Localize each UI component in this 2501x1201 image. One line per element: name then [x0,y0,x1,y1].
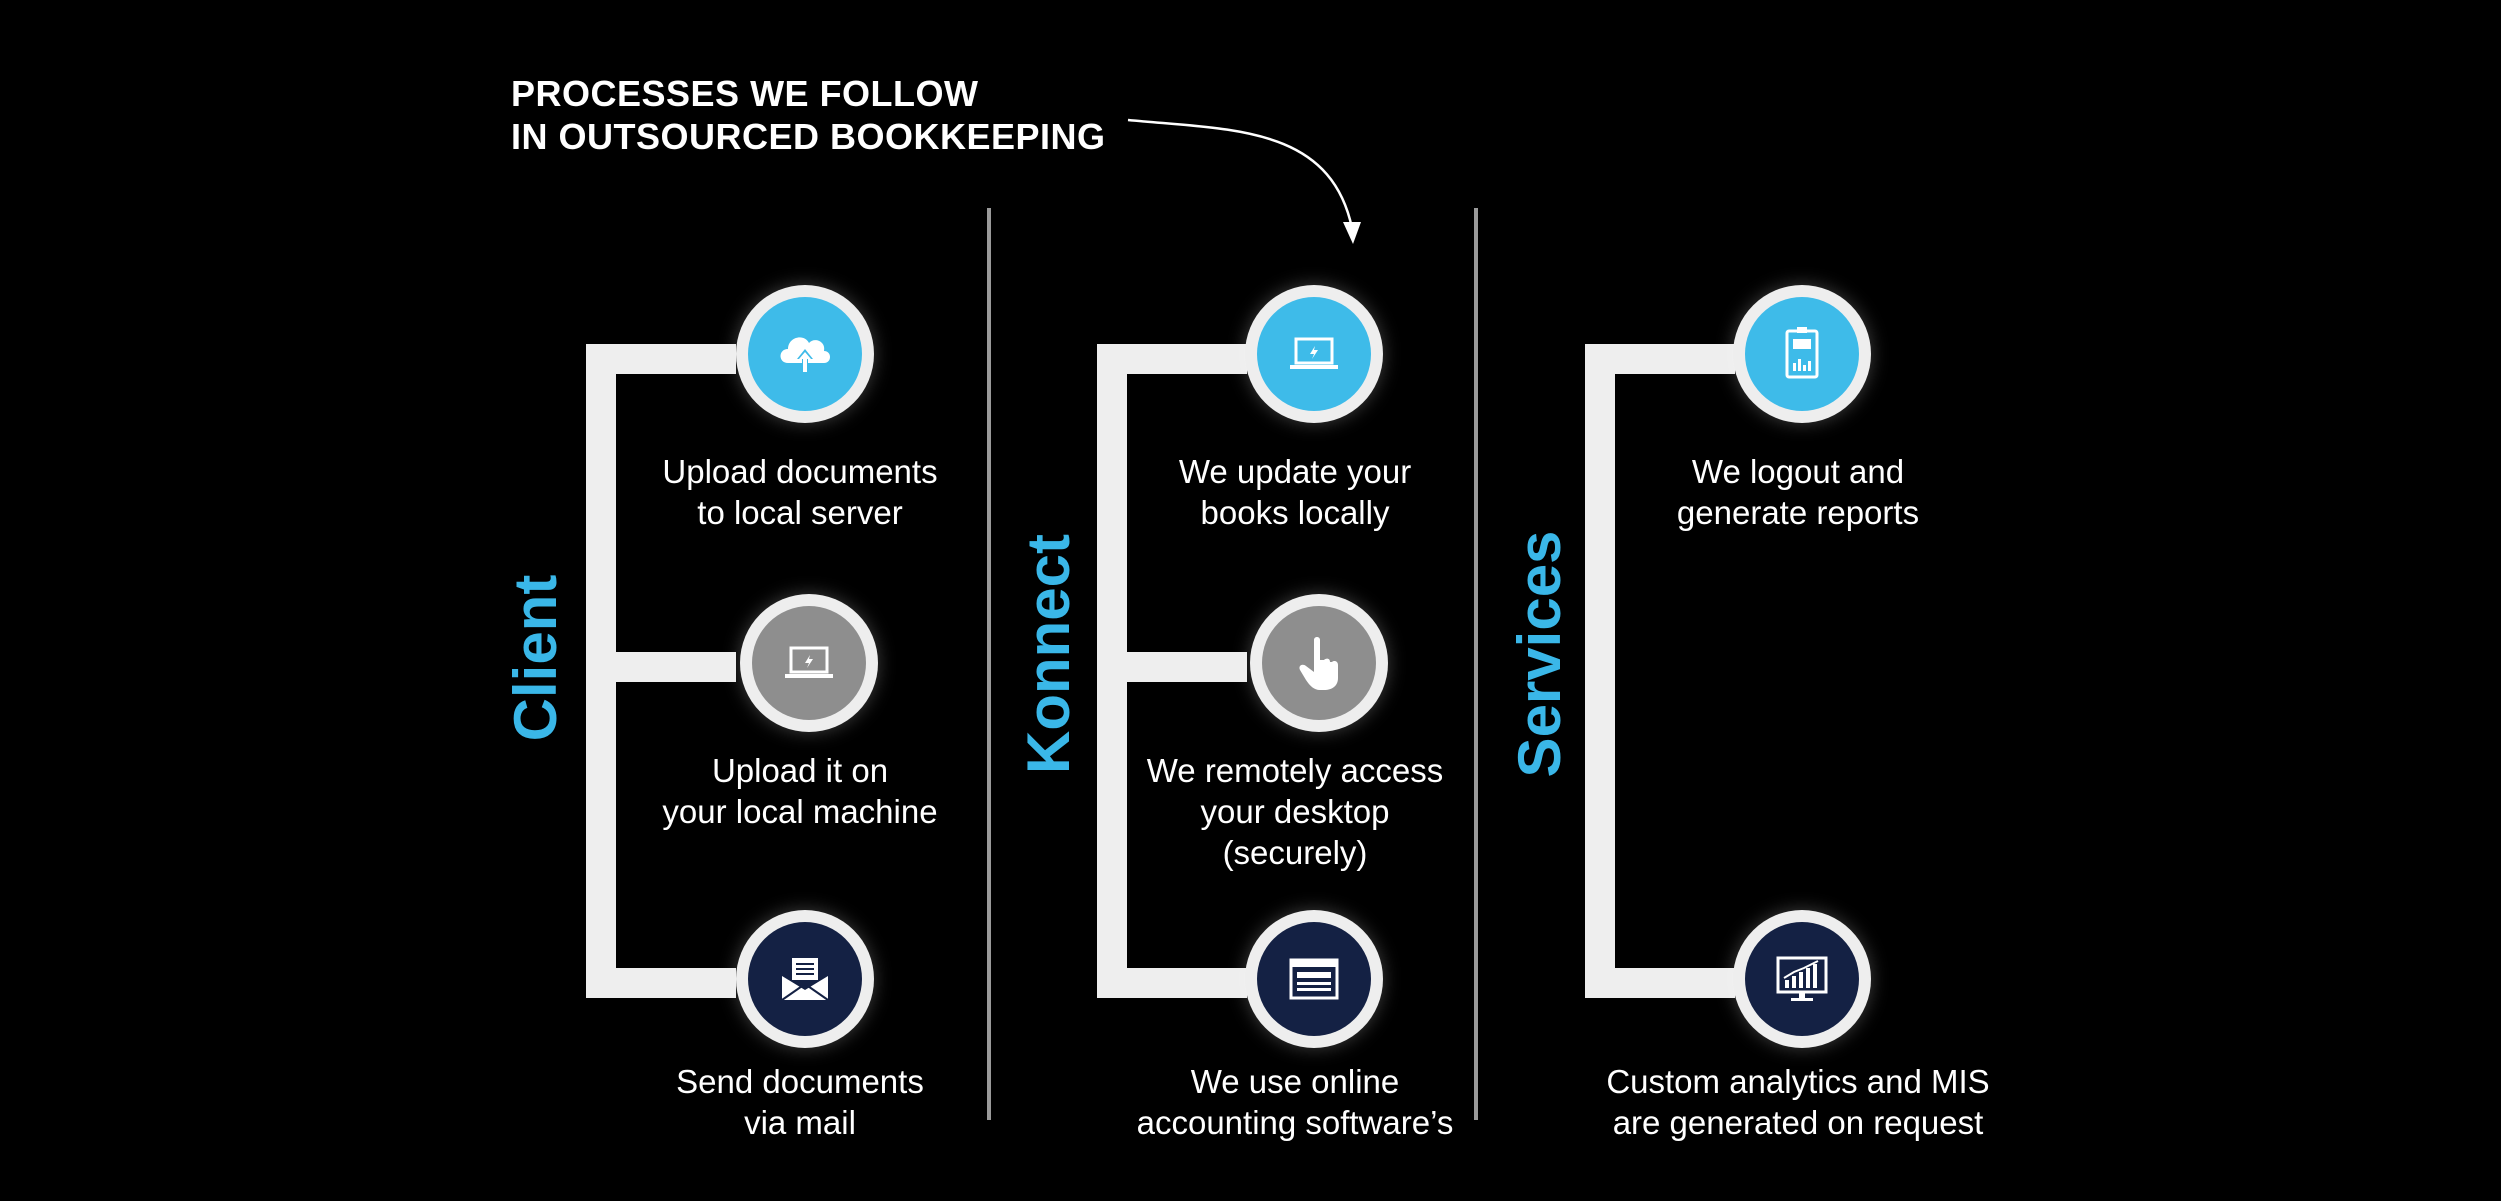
konnect-step-1-node [1245,285,1383,423]
services-bracket-vertical [1585,344,1615,998]
section-label-client: Client [502,574,569,742]
client-bracket-bottom [586,968,736,998]
column-divider-2 [1474,208,1478,1120]
browser-window-icon [1289,958,1339,1000]
client-bracket-top [586,344,736,374]
client-bracket-middle [586,652,736,682]
column-divider-1 [987,208,991,1120]
services-step-1-node [1733,285,1871,423]
konnect-bracket-middle [1097,652,1247,682]
mail-envelope-icon [781,958,829,1001]
konnect-step-2-node [1250,594,1388,732]
section-label-konnect: Konnect [1015,534,1082,774]
client-step-3-node [736,910,874,1048]
client-step-2-node [740,594,878,732]
analytics-monitor-icon [1776,956,1828,1001]
cloud-upload-icon [780,337,830,373]
title-line-2: IN OUTSOURCED BOOKKEEPING [511,116,1106,157]
konnect-bracket-top [1097,344,1247,374]
pointing-hand-icon [1299,637,1338,690]
services-bracket-top [1585,344,1735,374]
services-bracket-bottom [1585,968,1735,998]
konnect-bracket-bottom [1097,968,1247,998]
diagram-title: PROCESSES WE FOLLOW IN OUTSOURCED BOOKKE… [511,72,1106,158]
konnect-step-3-node [1245,910,1383,1048]
client-step-1-node [736,285,874,423]
title-line-1: PROCESSES WE FOLLOW [511,73,979,114]
laptop-icon [1290,337,1338,369]
section-label-services: Services [1506,530,1573,778]
report-clipboard-icon [1785,327,1819,379]
services-step-2-node [1733,910,1871,1048]
laptop-icon [785,646,833,678]
